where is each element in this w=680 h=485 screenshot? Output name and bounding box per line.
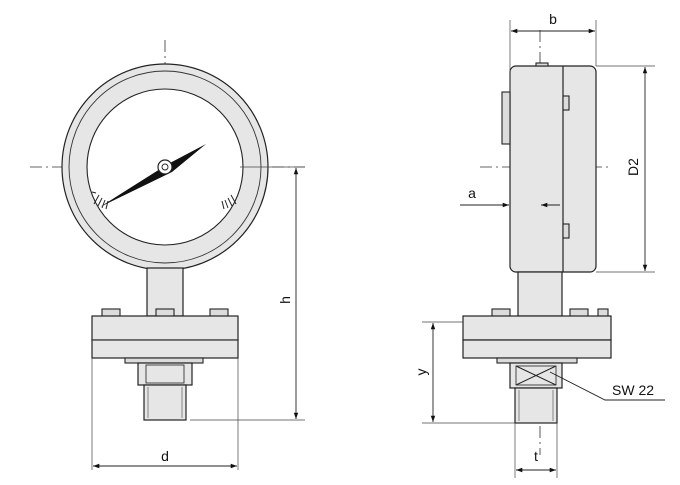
gauge-stem bbox=[146, 267, 184, 317]
side-upper-flange bbox=[462, 315, 612, 341]
t-label: t bbox=[534, 448, 538, 464]
thread-connector bbox=[143, 384, 187, 421]
side-view: b D2 a y t SW 22 bbox=[413, 11, 665, 478]
b-label: b bbox=[549, 11, 557, 27]
side-stem bbox=[517, 271, 563, 317]
side-diaphragm-ring bbox=[496, 357, 578, 364]
scale-ticks-right bbox=[221, 194, 237, 210]
lower-flange bbox=[91, 339, 239, 359]
sw-label: SW 22 bbox=[612, 382, 654, 398]
upper-flange bbox=[91, 315, 239, 341]
side-case bbox=[509, 65, 597, 273]
d-label: d bbox=[161, 448, 169, 464]
rear-lug bbox=[501, 91, 511, 145]
gauge-pointer bbox=[100, 144, 206, 207]
side-lower-flange bbox=[462, 339, 612, 359]
y-label: y bbox=[413, 369, 429, 376]
h-label: h bbox=[277, 296, 293, 304]
a-label: a bbox=[468, 185, 476, 201]
sw-leader-line bbox=[549, 371, 665, 401]
scale-ticks-left bbox=[91, 191, 109, 210]
side-thread bbox=[514, 387, 558, 424]
front-view: h d bbox=[30, 40, 305, 470]
diaphragm-ring bbox=[124, 357, 204, 364]
D2-label: D2 bbox=[625, 158, 641, 176]
